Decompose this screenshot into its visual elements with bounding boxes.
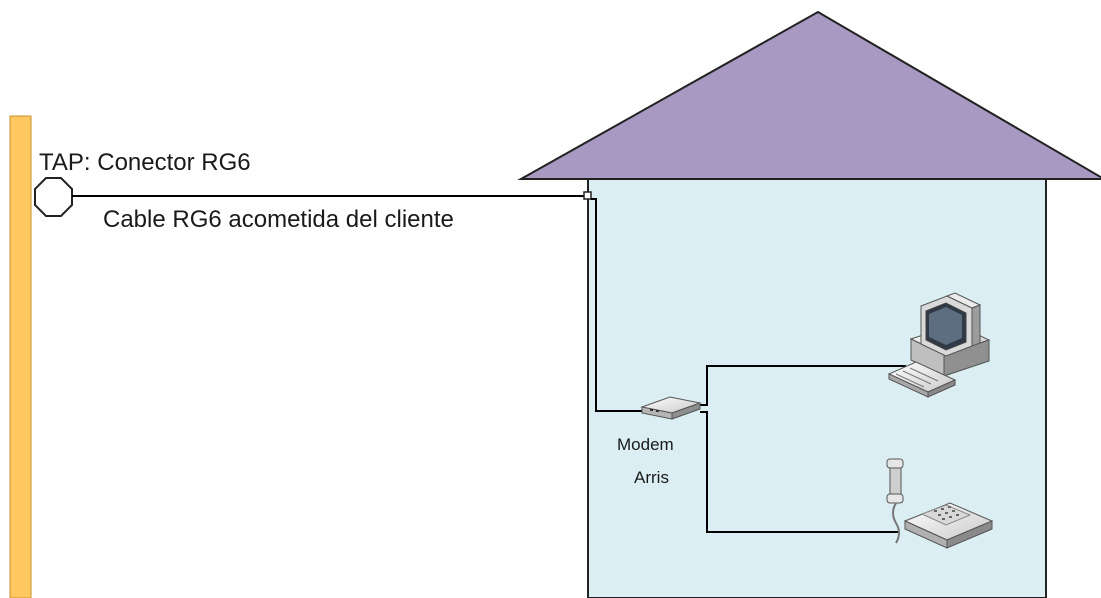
house-roof xyxy=(517,10,1101,180)
tap-octagon-icon xyxy=(34,177,73,217)
telephone-icon xyxy=(886,458,994,549)
modem-label-line1: Modem xyxy=(617,435,674,454)
phone-cable xyxy=(700,411,899,533)
internal-coax-cable xyxy=(591,198,642,412)
tap-label: TAP: Conector RG6 xyxy=(39,149,251,176)
utility-pole xyxy=(9,115,32,598)
computer-icon xyxy=(887,292,991,398)
ethernet-cable xyxy=(700,365,906,406)
modem-label-line2: Arris xyxy=(634,468,669,487)
cable-label: Cable RG6 acometida del cliente xyxy=(103,206,454,233)
modem-icon xyxy=(640,396,702,420)
cable-entry-point xyxy=(583,191,592,200)
